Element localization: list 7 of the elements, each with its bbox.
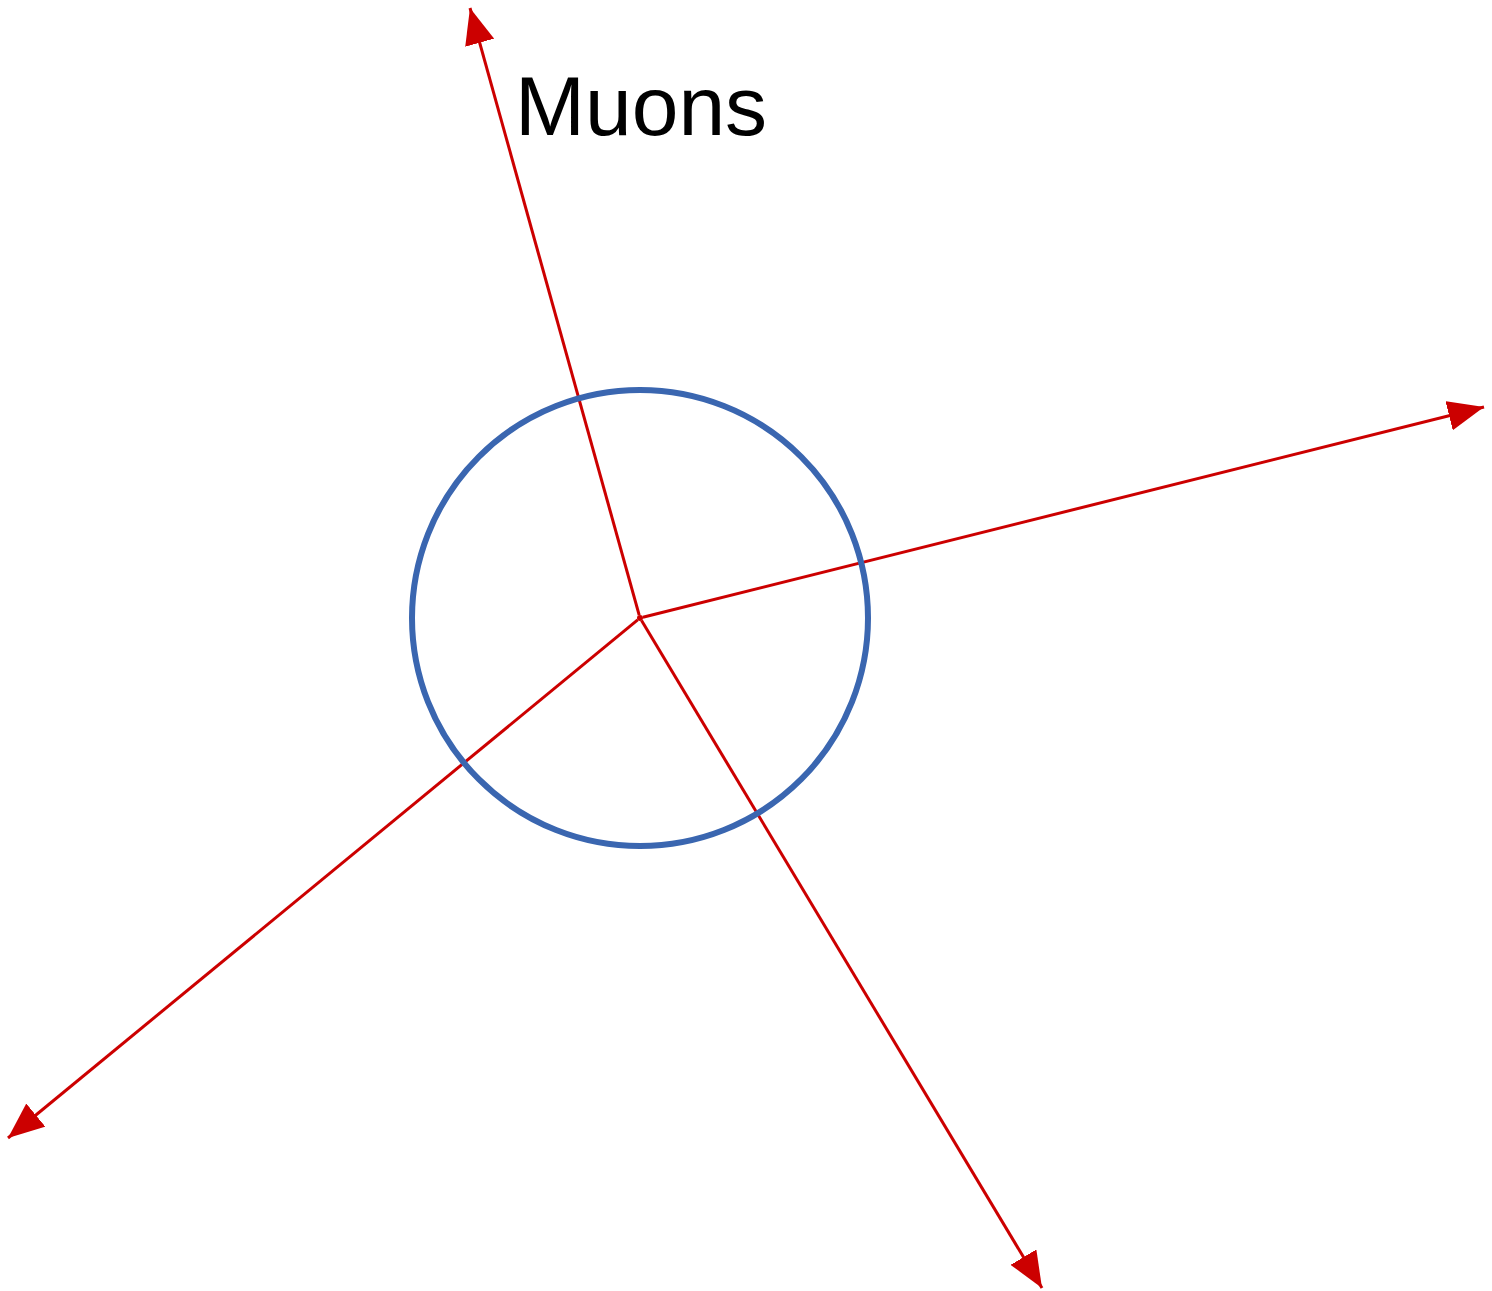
particle-track-arrow bbox=[642, 401, 1485, 619]
particle-track-arrow bbox=[640, 619, 1044, 1289]
particle-track-arrow bbox=[7, 618, 639, 1140]
particle-label: Muons bbox=[515, 64, 768, 148]
detector-circle bbox=[409, 387, 871, 849]
particle-track-arrow bbox=[465, 7, 641, 616]
vertex-point bbox=[637, 615, 643, 621]
